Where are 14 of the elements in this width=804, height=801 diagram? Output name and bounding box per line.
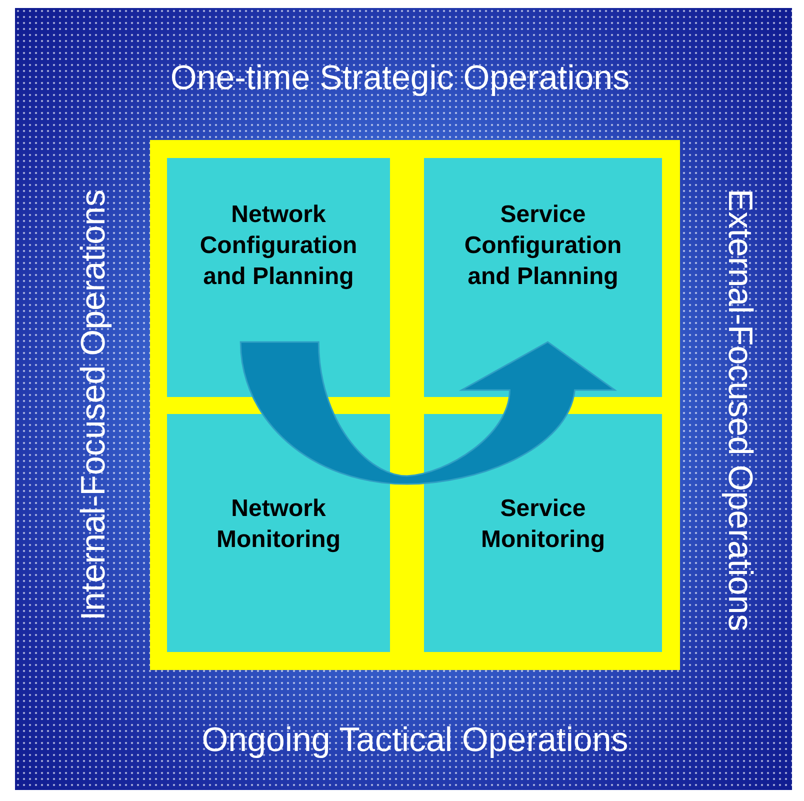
quadrant-title: Service Monitoring [480,494,606,555]
quadrant-panel [424,414,662,652]
curved-arrow [240,341,616,485]
axis-label: Internal-Focused Operations [73,190,113,620]
quadrant-title: Network Configuration and Planning [198,200,358,292]
background-panel [15,8,792,790]
axis-label: External-Focused Operations [720,188,760,632]
axis-label: Ongoing Tactical Operations [202,720,628,760]
quadrant-title: Network Monitoring [216,494,342,555]
quadrant-title: Service Configuration and Planning [463,200,623,292]
quadrant-panel [424,158,662,397]
quadrant-panel [167,414,390,652]
axis-label: One-time Strategic Operations [170,58,630,98]
quadrant-panel [167,158,390,397]
